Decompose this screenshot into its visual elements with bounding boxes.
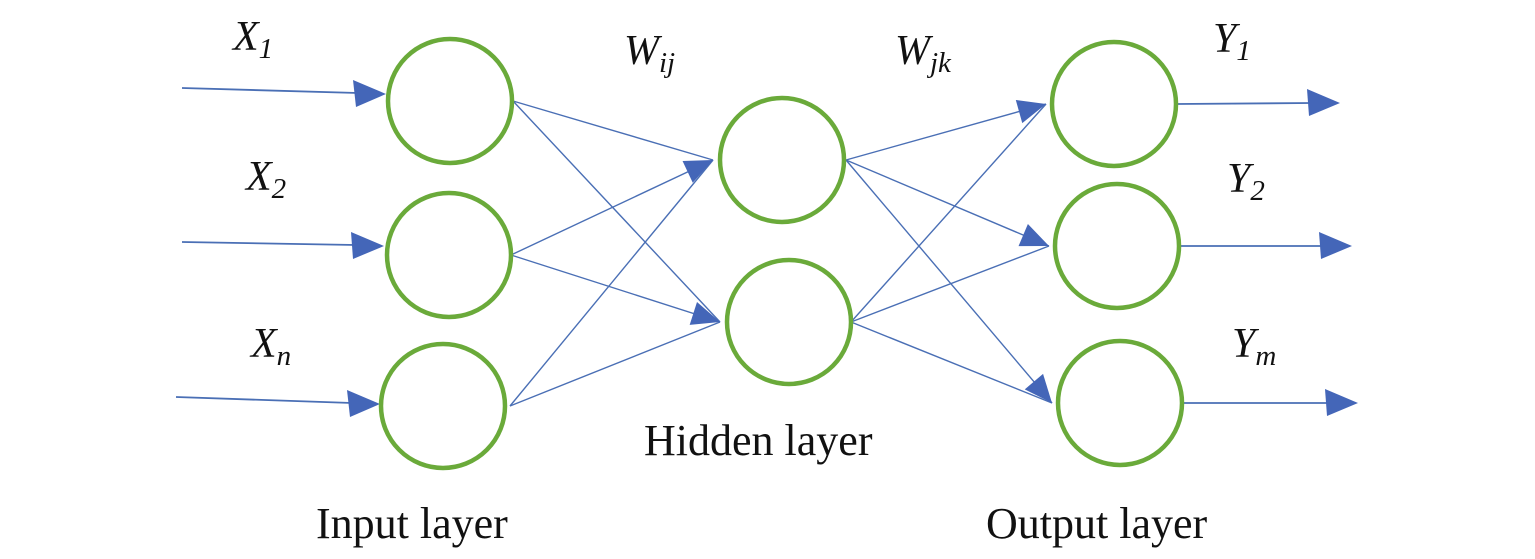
input-layer-nodes: [378, 36, 515, 471]
output-label-2: Y2: [1227, 156, 1265, 207]
edge-hidden-1-output-3: [845, 159, 1053, 404]
input-node-2: [384, 190, 514, 320]
input-arrow-n: [175, 390, 380, 417]
input-label-1: X1: [231, 14, 273, 65]
edge-hidden-1-output-2: [845, 159, 1050, 247]
hidden-layer-label: Hidden layer: [644, 416, 873, 465]
arrowhead-output-1: [1015, 99, 1046, 124]
edge-hidden-1-output-1: [845, 103, 1047, 161]
edge-hidden-2-output-3: [850, 321, 1053, 404]
output-node-2: [1052, 181, 1182, 311]
output-label-m: Ym: [1232, 321, 1276, 372]
output-arrows: [1176, 89, 1358, 416]
arrowhead-output-m: [1024, 373, 1052, 403]
output-layer-label: Output layer: [986, 499, 1208, 548]
edge-input-3-hidden-2: [509, 321, 721, 407]
edge-input-1-hidden-1: [512, 100, 714, 161]
edge-input-3-hidden-1: [509, 159, 714, 407]
input-arrow-1: [181, 80, 386, 107]
edge-hidden-2-output-1: [850, 103, 1047, 323]
weight-label-ij: Wij: [624, 28, 675, 79]
output-arrow-1: [1176, 89, 1340, 116]
edge-input-2-hidden-1: [510, 159, 714, 256]
arrowhead-hidden-1: [682, 160, 713, 183]
input-node-n: [378, 341, 508, 471]
edge-hidden-2-output-2: [850, 245, 1050, 323]
output-node-m: [1055, 338, 1185, 468]
input-arrows: [175, 80, 386, 417]
edge-input-2-hidden-2: [510, 254, 721, 323]
connection-edges: [509, 99, 1053, 407]
input-arrow-2: [181, 232, 384, 259]
output-label-1: Y1: [1213, 16, 1251, 67]
input-node-1: [385, 36, 515, 166]
input-label-2: X2: [244, 154, 286, 205]
output-arrow-2: [1179, 232, 1352, 259]
edge-input-1-hidden-2: [512, 100, 721, 323]
arrowhead-output-2: [1018, 224, 1049, 247]
input-layer-label: Input layer: [316, 499, 508, 548]
input-label-n: Xn: [249, 321, 291, 372]
output-arrow-m: [1184, 389, 1358, 416]
output-layer-nodes: [1049, 39, 1185, 468]
arrowhead-hidden-2: [689, 302, 720, 325]
output-node-1: [1049, 39, 1179, 169]
hidden-layer-nodes: [717, 95, 854, 387]
hidden-node-1: [717, 95, 847, 225]
hidden-node-2: [724, 257, 854, 387]
weight-label-jk: Wjk: [895, 28, 952, 79]
